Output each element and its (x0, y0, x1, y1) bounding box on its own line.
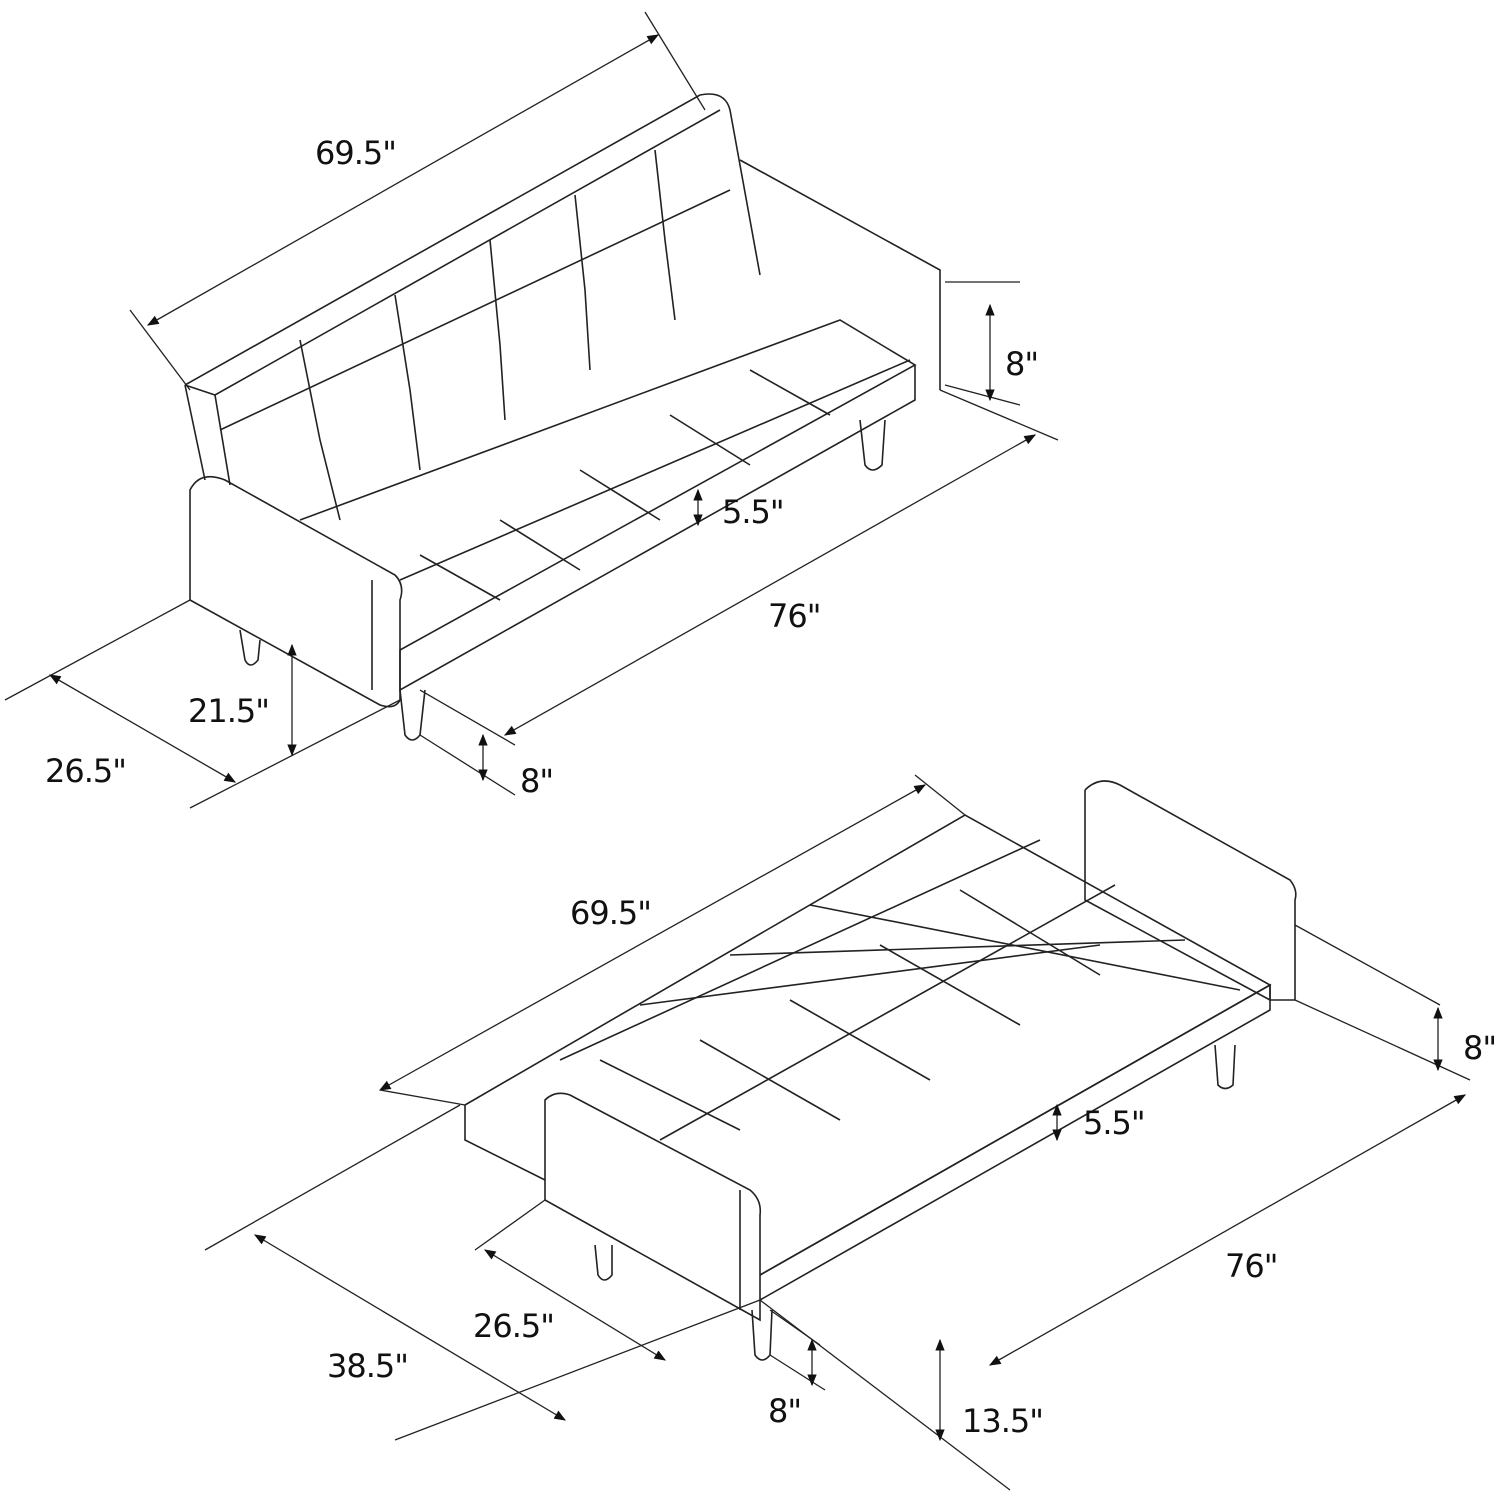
label-upright-arm-height: 8" (1005, 345, 1039, 383)
label-bed-depth: 38.5" (327, 1347, 409, 1385)
upright-sofa (184, 93, 941, 741)
label-bed-width: 69.5" (570, 894, 652, 932)
label-bed-leg-height: 8" (768, 1392, 802, 1430)
label-upright-overall-width: 76" (768, 597, 821, 635)
label-upright-leg-height: 8" (520, 762, 554, 800)
label-upright-cushion: 5.5" (722, 493, 785, 531)
label-upright-depth: 26.5" (45, 752, 127, 790)
label-bed-height: 13.5" (962, 1402, 1044, 1440)
flat-bed-dimension-lines (204, 774, 1471, 1491)
label-bed-sofa-depth: 26.5" (473, 1307, 555, 1345)
label-bed-overall-width: 76" (1225, 1247, 1278, 1285)
label-bed-arm-height: 8" (1463, 1029, 1497, 1067)
label-bed-cushion: 5.5" (1083, 1104, 1146, 1142)
flat-bed-sofa (464, 780, 1297, 1361)
upright-dimension-lines (4, 11, 1059, 809)
label-upright-back-width: 69.5" (315, 134, 397, 172)
label-upright-seat-height: 21.5" (188, 692, 270, 730)
